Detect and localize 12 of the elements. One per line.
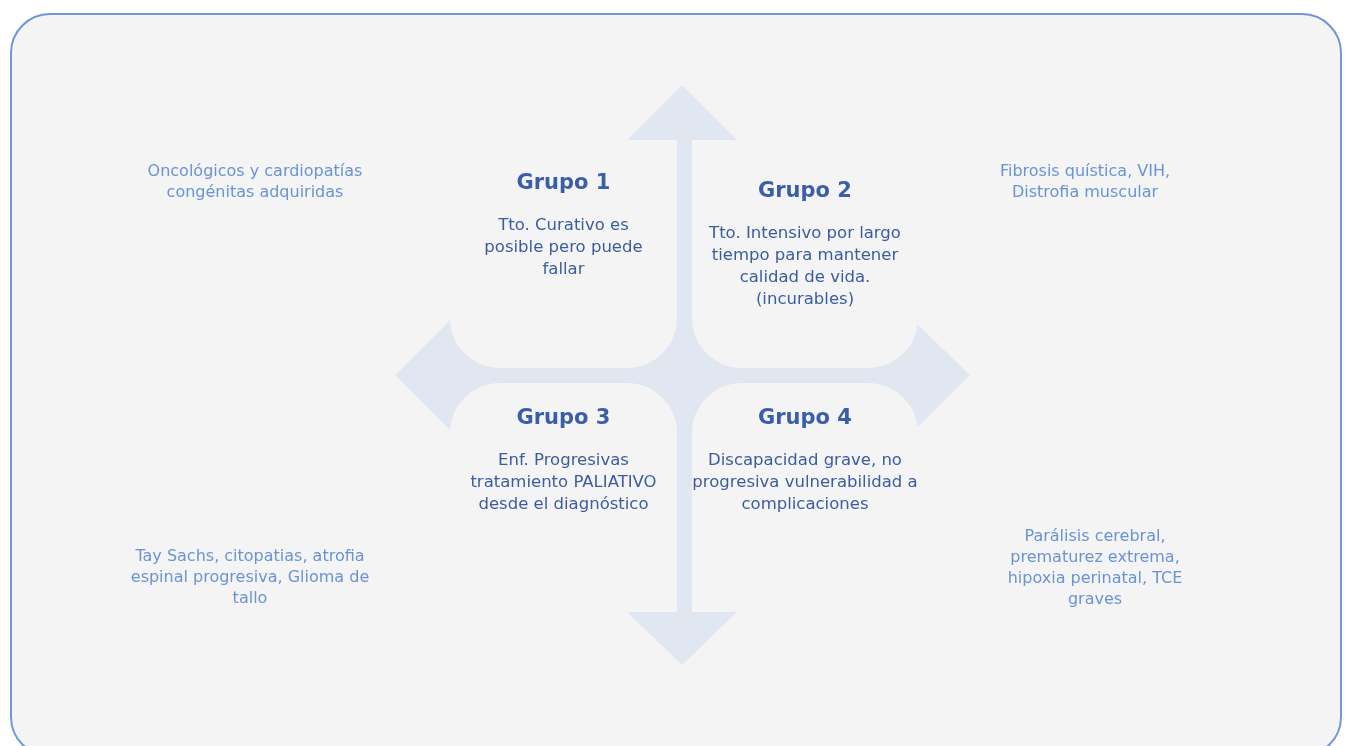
- group-heading: Grupo 2: [758, 178, 852, 202]
- group-description: Discapacidad grave, no progresiva vulnerabilidad a complicaciones: [692, 449, 918, 515]
- example-list-text: Fibrosis quística, VIH, Distrofia muscular: [998, 160, 1172, 202]
- group-description: Tto. Curativo es posible pero puede fallar: [483, 214, 644, 280]
- example-list-text: Parálisis cerebral, prematurez extrema, hipoxia perinatal, TCE graves: [1006, 525, 1184, 609]
- example-list-text: Oncológicos y cardiopatías congénitas adquiridas: [146, 160, 364, 202]
- group-description: Tto. Intensivo por largo tiempo para mantener calidad de vida. (incurables): [708, 222, 902, 310]
- group-heading: Grupo 1: [516, 170, 611, 194]
- group-description: Enf. Progresivas tratamiento PALIATIVO desde el diagnóstico: [469, 449, 658, 515]
- group-heading: Grupo 4: [758, 405, 852, 429]
- example-list-text: Tay Sachs, citopatias, atrofia espinal progresiva, Glioma de tallo: [129, 545, 371, 608]
- group-heading: Grupo 3: [516, 405, 611, 429]
